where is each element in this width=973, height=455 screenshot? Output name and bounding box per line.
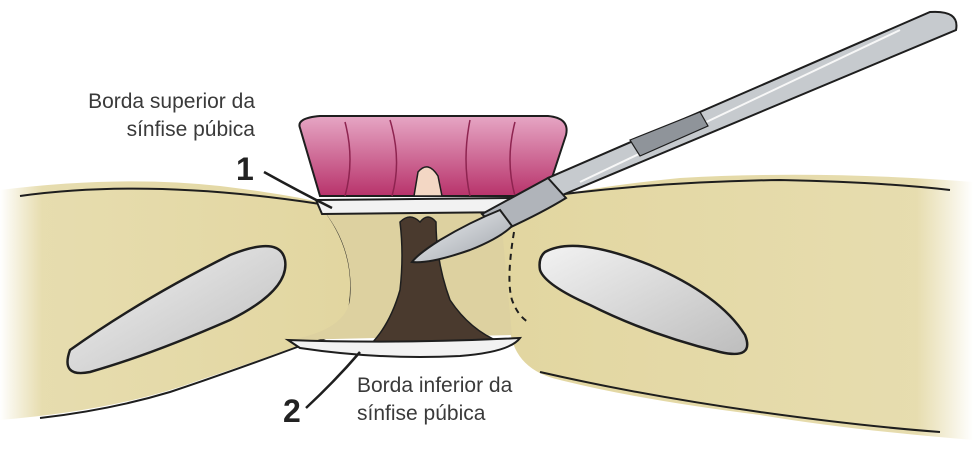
interpubic-cartilage: [368, 216, 501, 346]
inferior-border-label: Borda inferior da sínfise púbica: [357, 372, 512, 428]
right-obturator-foramen: [538, 244, 749, 356]
marker-2: 2: [283, 393, 301, 429]
leader-lines: [263, 170, 361, 409]
superior-label-line2: sínfise púbica: [126, 118, 255, 141]
marker-1: 1: [236, 151, 254, 187]
leader-1: [263, 170, 333, 210]
bladder: [298, 115, 568, 197]
inferior-label-line2: sínfise púbica: [357, 402, 486, 425]
leader-2: [305, 351, 361, 409]
scalpel: [410, 10, 958, 264]
superior-border-label: Borda superior da sínfise púbica: [88, 88, 255, 144]
scalpel-blade: [410, 208, 514, 264]
inferior-label-line1: Borda inferior da: [357, 374, 513, 397]
right-pubic-bone: [500, 174, 973, 441]
left-obturator-foramen: [66, 244, 287, 375]
inferior-border: [284, 336, 523, 358]
scalpel-grip: [629, 111, 709, 157]
superior-label-line1: Borda superior da: [88, 90, 255, 113]
left-pubic-bone: [0, 181, 353, 420]
